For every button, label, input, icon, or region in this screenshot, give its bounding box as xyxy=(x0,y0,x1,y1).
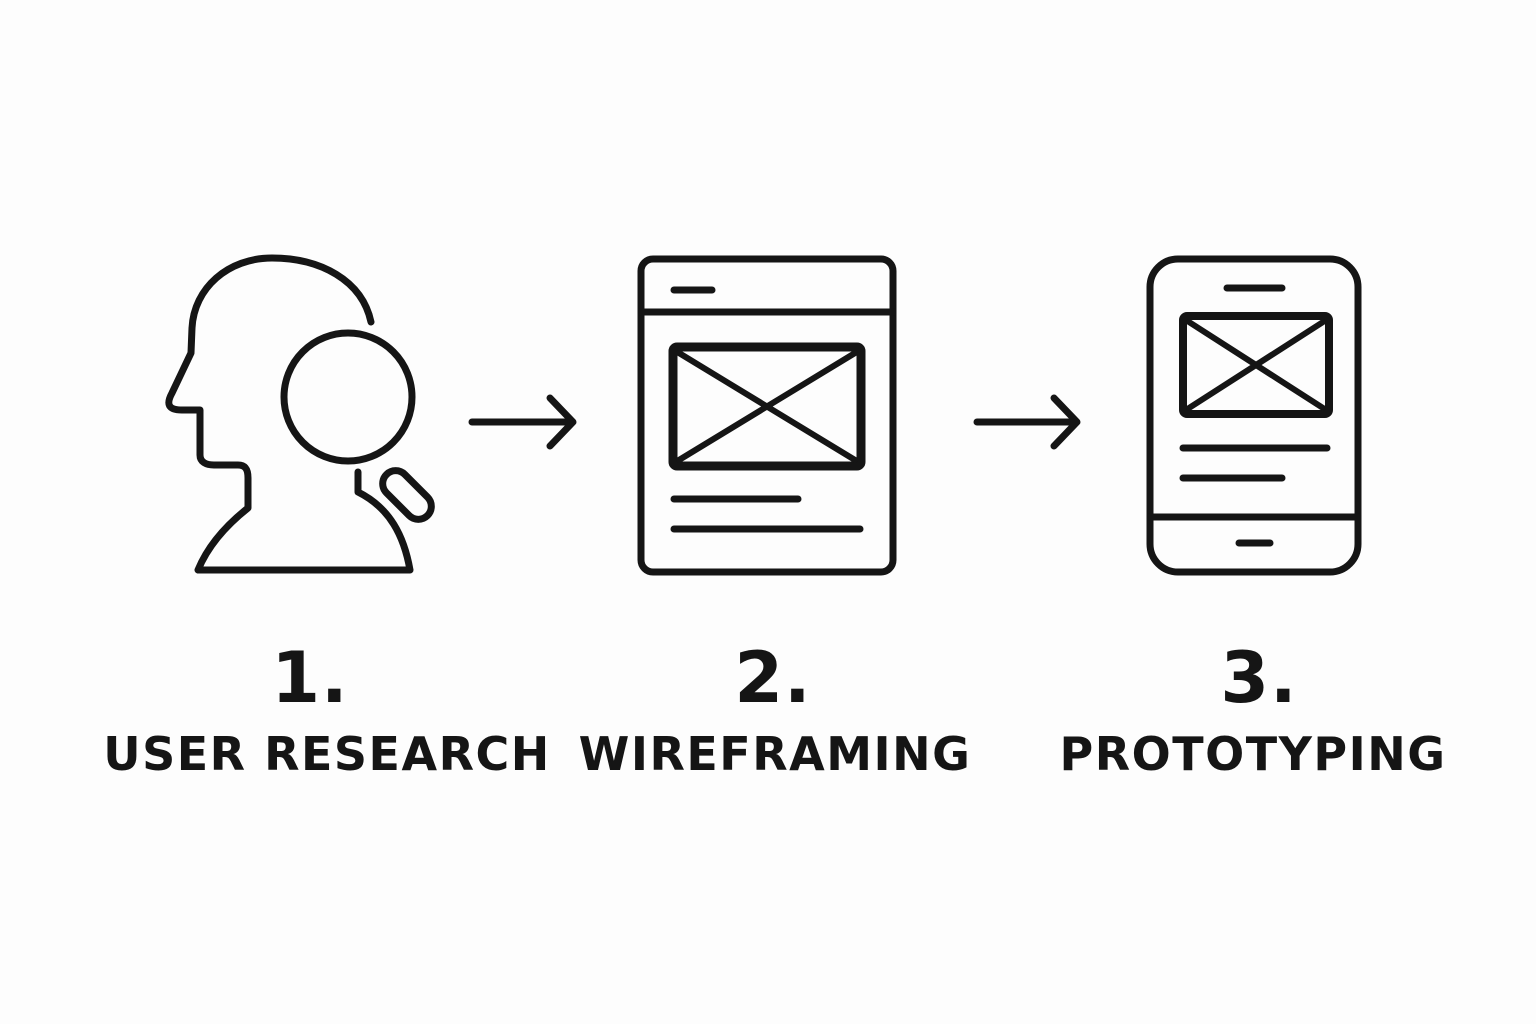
step-2-label: WIREFRAMING xyxy=(578,727,972,781)
arrow-right-icon xyxy=(973,394,1081,450)
user-research-icon xyxy=(165,254,435,574)
step-1-number: 1. xyxy=(271,637,349,719)
browser-wireframe-icon xyxy=(637,255,897,576)
mobile-prototype-icon xyxy=(1146,255,1362,576)
step-1-label: USER RESEARCH xyxy=(103,727,551,781)
step-2-number: 2. xyxy=(734,637,812,719)
step-3-label: PROTOTYPING xyxy=(1059,727,1447,781)
step-3-number: 3. xyxy=(1220,637,1298,719)
arrow-right-icon xyxy=(468,394,577,450)
